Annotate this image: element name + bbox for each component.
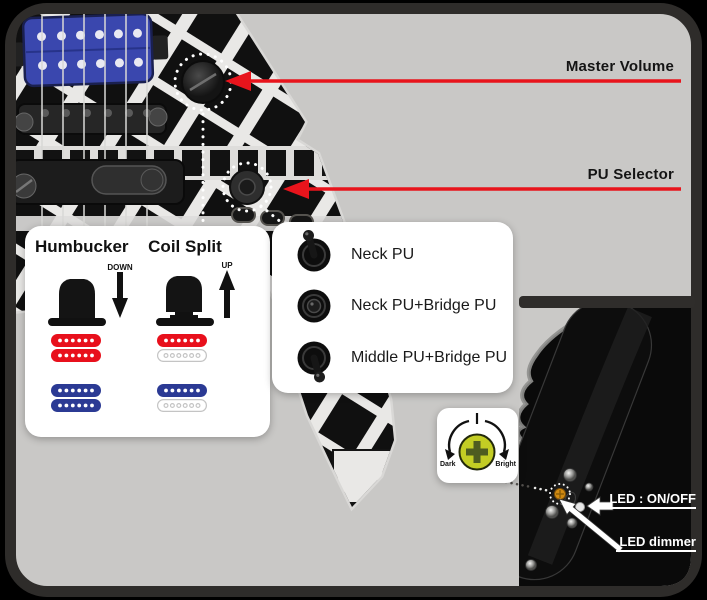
screw-icon — [584, 482, 594, 492]
cover-screws — [525, 468, 594, 571]
coil-split-blue-icon — [157, 384, 207, 413]
humbucker-blue-icon — [51, 384, 101, 412]
push-pull-knob-down-icon — [48, 279, 106, 326]
selector-option-label: Neck PU+Bridge PU — [351, 297, 497, 314]
pu-selector-arrow — [283, 179, 681, 199]
push-pull-legend-panel: Humbucker Coil Split DOWN UP — [25, 226, 270, 437]
down-label: DOWN — [107, 263, 133, 272]
led-onoff-button-icon — [575, 502, 585, 512]
led-dimmer-legend-panel: Dark Bright — [437, 408, 518, 483]
guitar-back-inset-photo — [463, 307, 691, 586]
toggle-up-icon — [297, 230, 331, 272]
pu-selector-legend-panel: Neck PU Neck PU+Bridge PU Middle PU+Brid… — [272, 222, 513, 393]
bright-label: Bright — [495, 461, 516, 468]
dark-label: Dark — [440, 461, 456, 468]
dimmer-dial-icon — [445, 413, 509, 471]
humbucker-red-icon — [51, 334, 101, 362]
string-lock-icon — [16, 159, 185, 205]
selector-option-label: Neck PU — [351, 246, 415, 263]
dimmer-dotted-connector — [504, 480, 552, 493]
body-edge-highlight — [519, 307, 603, 586]
selector-dotted-circle — [221, 161, 273, 213]
inset-frame-band — [519, 296, 695, 308]
volume-knob-icon — [181, 60, 225, 104]
led-onoff-label: LED : ON/OFF — [605, 491, 696, 509]
pu-selector-label: PU Selector — [587, 166, 674, 183]
led-dimmer-pot-icon — [549, 483, 571, 505]
up-label: UP — [221, 261, 233, 270]
pu-selector-knob-icon — [229, 169, 265, 205]
screw-icon — [525, 559, 537, 571]
screw-icon — [563, 468, 577, 482]
screw-icon — [566, 517, 578, 529]
selector-option-label: Middle PU+Bridge PU — [351, 349, 508, 366]
master-volume-label: Master Volume — [565, 58, 674, 75]
humbucker-title: Humbucker — [35, 237, 129, 256]
neck-pickup-icon — [16, 14, 169, 88]
neck-plate — [463, 560, 512, 586]
led-dimmer-label: LED dimmer — [616, 534, 696, 552]
push-pull-knob-up-icon — [156, 276, 214, 326]
screw-icon — [545, 505, 559, 519]
onoff-arrow-icon — [586, 496, 614, 516]
toggle-down-icon — [297, 341, 331, 383]
master-volume-arrow — [225, 71, 681, 91]
screw-icon — [479, 567, 489, 577]
up-arrow-icon — [219, 270, 235, 318]
bridge-icon — [16, 103, 168, 135]
toggle-center-icon — [297, 289, 331, 323]
selector-to-panel-dotted-line — [259, 204, 284, 225]
coil-split-red-icon — [157, 334, 207, 363]
down-arrow-icon — [112, 272, 128, 318]
coil-split-title: Coil Split — [148, 237, 222, 256]
pot-dotted-circle — [549, 483, 571, 505]
